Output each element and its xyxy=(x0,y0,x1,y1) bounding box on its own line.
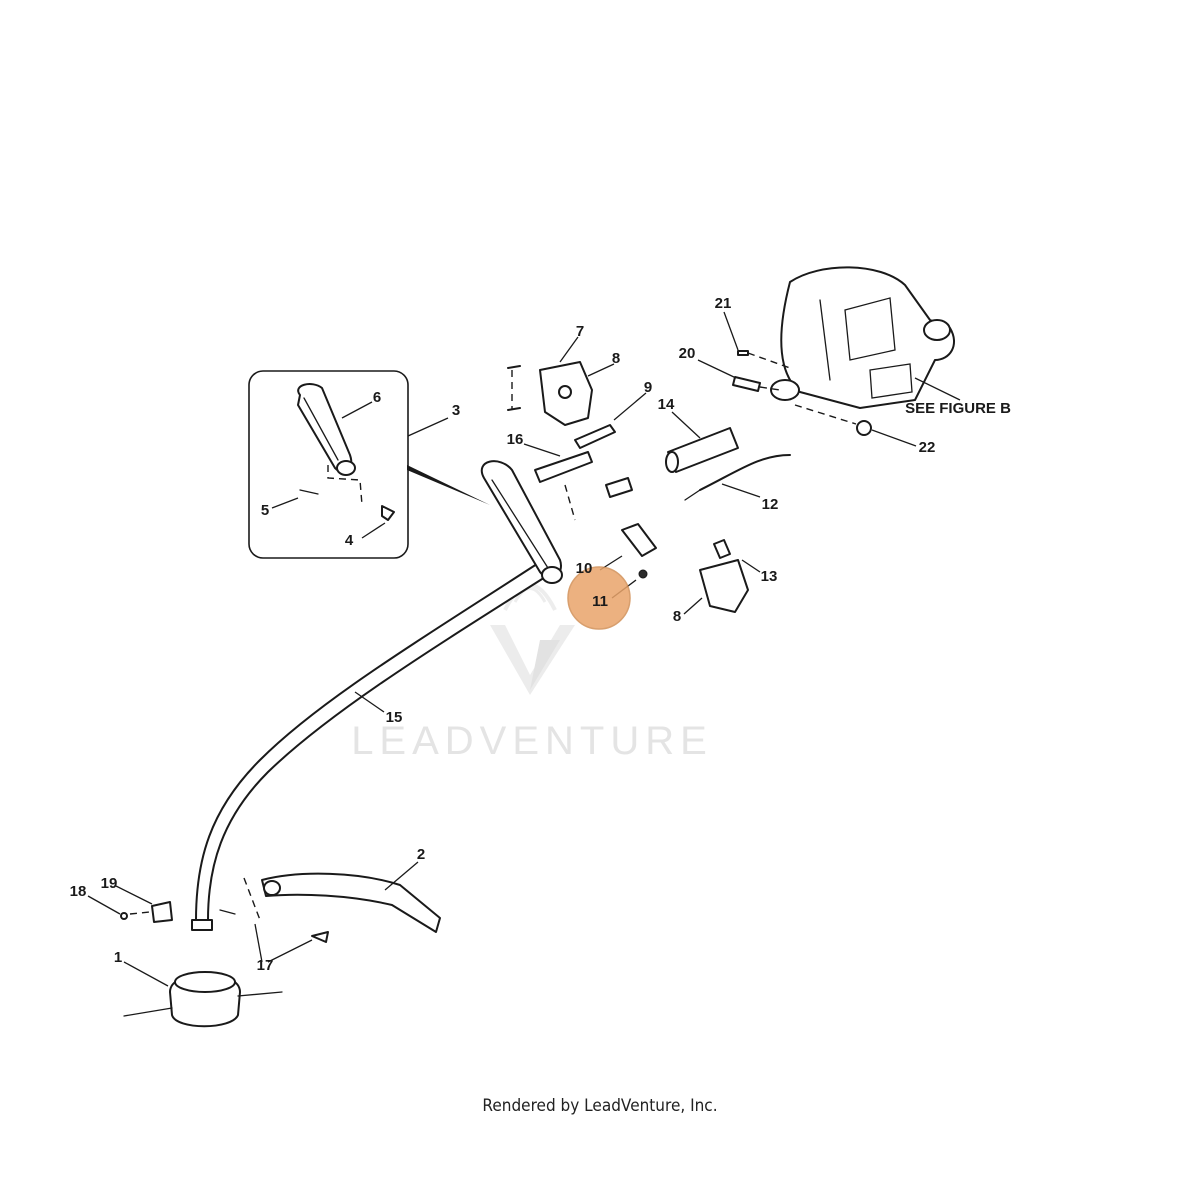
part-1-trimmer-head xyxy=(123,971,283,1028)
inset-box xyxy=(248,370,490,559)
part-16-grip-strip xyxy=(534,451,593,483)
callout-8-bottom[interactable]: 8 xyxy=(673,608,681,625)
callout-21[interactable]: 21 xyxy=(715,295,732,312)
shaft-lower-end xyxy=(191,919,213,931)
callout-1[interactable]: 1 xyxy=(114,949,122,966)
part-7-screws xyxy=(507,365,521,411)
part-18-screw xyxy=(120,912,128,920)
callout-14[interactable]: 14 xyxy=(658,396,675,413)
callout-15[interactable]: 15 xyxy=(386,709,403,726)
callout-2[interactable]: 2 xyxy=(417,846,425,863)
leader-lines xyxy=(87,311,961,987)
shaft-coupler xyxy=(605,477,633,498)
part-19-clamp xyxy=(151,901,173,923)
callout-7[interactable]: 7 xyxy=(576,323,584,340)
part-6-handle-detail xyxy=(297,383,356,476)
callout-22[interactable]: 22 xyxy=(919,439,936,456)
part-8-throttle-housing-bottom xyxy=(699,559,749,613)
watermark-text: LEADVENTURE xyxy=(351,719,713,763)
callout-13[interactable]: 13 xyxy=(761,568,778,585)
part-3-loop-handle xyxy=(480,460,563,584)
highlight-circle[interactable] xyxy=(567,566,631,630)
part-10-trigger xyxy=(621,523,657,557)
callout-16[interactable]: 16 xyxy=(507,431,524,448)
callout-12[interactable]: 12 xyxy=(762,496,779,513)
part-14-tube xyxy=(665,427,739,473)
callout-5[interactable]: 5 xyxy=(261,502,269,519)
callout-8-top[interactable]: 8 xyxy=(612,350,620,367)
part-20-pin xyxy=(732,376,761,392)
callout-3[interactable]: 3 xyxy=(452,402,460,419)
callout-4[interactable]: 4 xyxy=(345,532,354,549)
callout-19[interactable]: 19 xyxy=(101,875,118,892)
callout-17[interactable]: 17 xyxy=(257,957,274,974)
callout-18[interactable]: 18 xyxy=(70,883,87,900)
leadventure-watermark: LEADVENTURE xyxy=(351,583,713,763)
part-17-wingnut xyxy=(311,931,329,943)
part-9-throttle-trigger xyxy=(574,424,616,449)
part-5-screw xyxy=(299,489,319,495)
part-12-cable xyxy=(699,454,791,491)
part-2-guard xyxy=(261,872,441,933)
part-11-nut xyxy=(638,569,648,579)
part-17-screw xyxy=(219,909,236,915)
part-21-pin xyxy=(737,350,749,356)
inset-pointer xyxy=(407,465,490,505)
engine-assembly xyxy=(770,266,955,409)
footer-caption: Rendered by LeadVenture, Inc. xyxy=(482,1096,718,1116)
part-22-nut xyxy=(856,420,872,436)
callout-10[interactable]: 10 xyxy=(576,560,593,577)
callout-11[interactable]: 11 xyxy=(592,593,608,610)
callout-9[interactable]: 9 xyxy=(644,379,652,396)
part-4-clip xyxy=(381,505,395,521)
part-13-switch xyxy=(713,539,731,559)
part-8-throttle-housing-top xyxy=(539,361,593,426)
see-figure-b-label[interactable]: SEE FIGURE B xyxy=(905,400,1011,417)
callout-20[interactable]: 20 xyxy=(679,345,696,362)
callout-6[interactable]: 6 xyxy=(373,389,381,406)
